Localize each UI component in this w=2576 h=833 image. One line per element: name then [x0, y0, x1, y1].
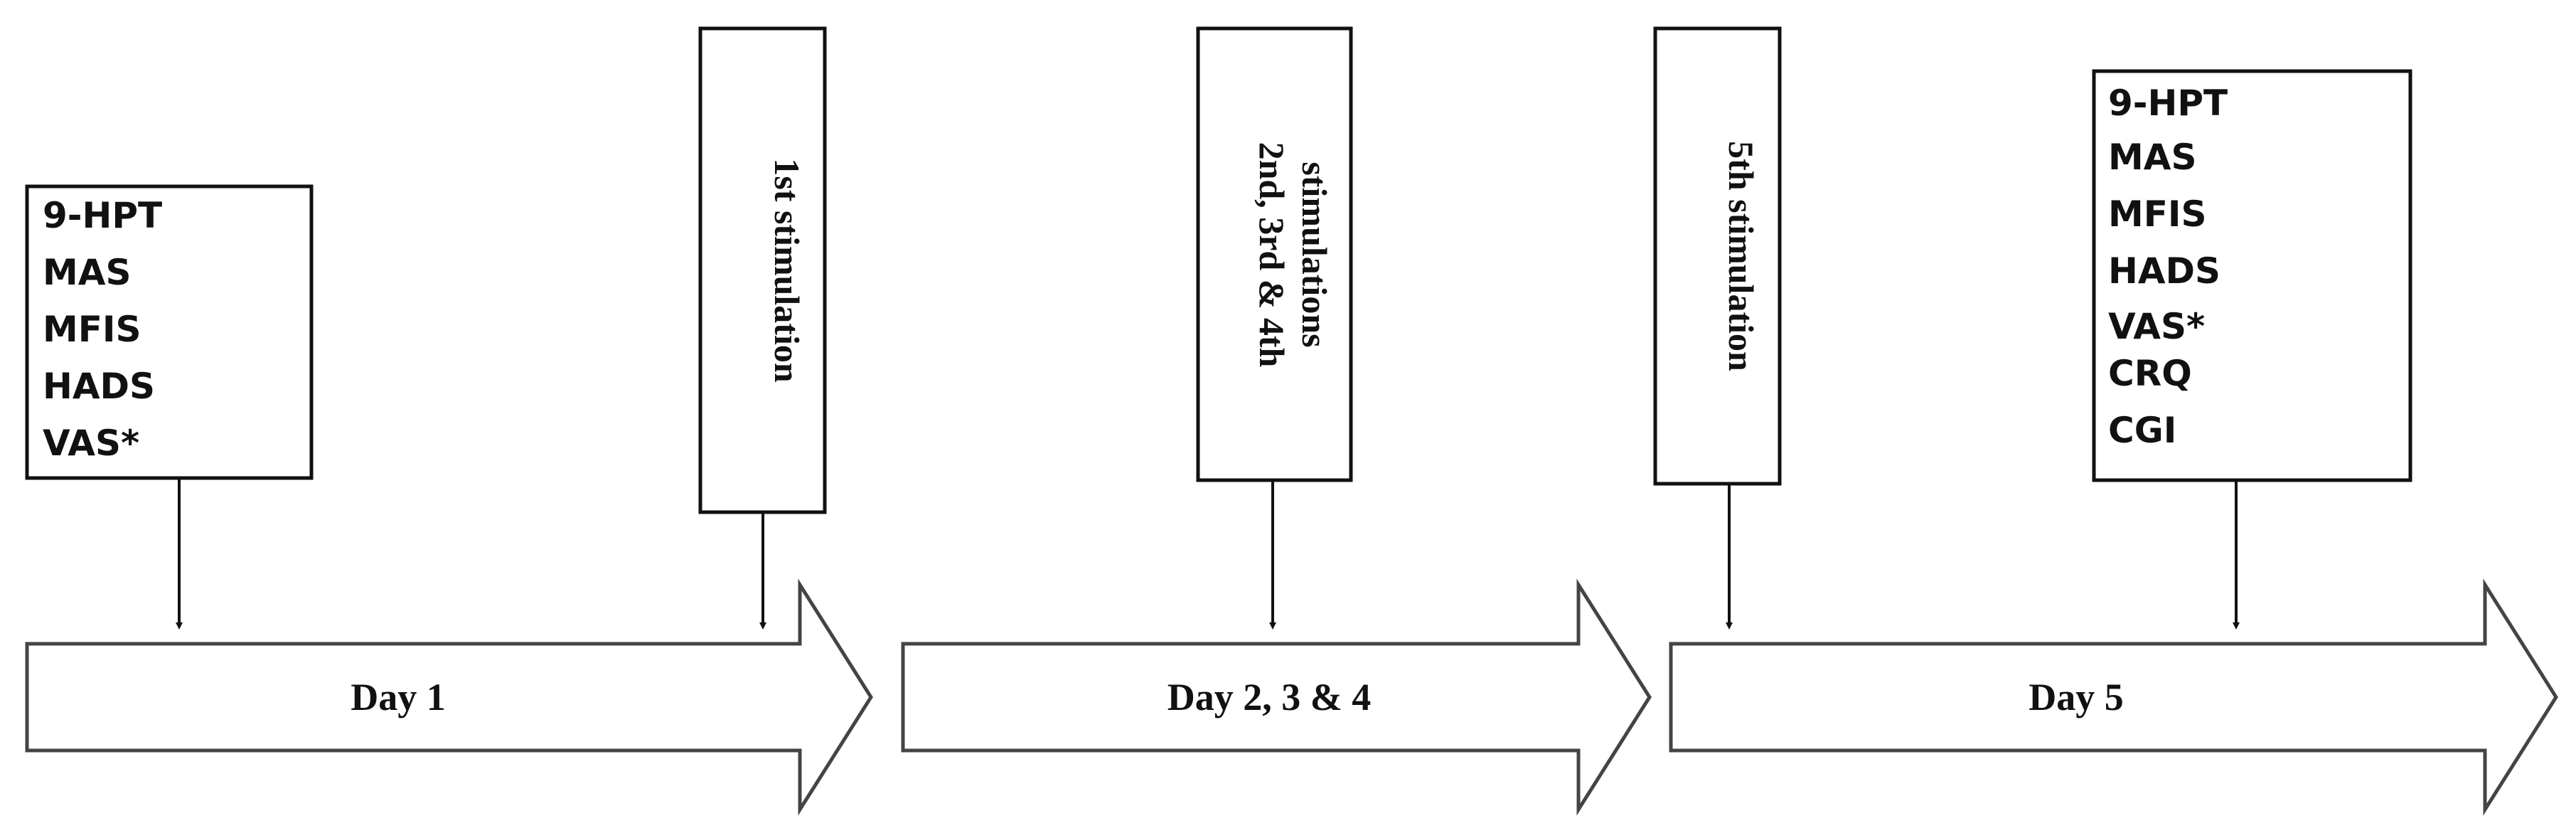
final-measures-box — [2092, 69, 2412, 482]
fifth-stimulation-group: 5th stimulation — [1653, 26, 1782, 486]
final-measure-5: VAS* — [2108, 306, 2205, 347]
baseline-measure-5: VAS* — [43, 423, 139, 464]
middle-stimulations-label-line1: 2nd, 3rd & 4th — [1252, 142, 1292, 368]
middle-stimulations-box — [1196, 26, 1353, 482]
fifth-stimulation-box — [1653, 26, 1782, 486]
final-measure-1: 9-HPT — [2108, 83, 2228, 124]
day234-arrow — [901, 578, 1652, 816]
final-measure-6: CRQ — [2108, 353, 2192, 394]
final-measure-3: MFIS — [2108, 193, 2207, 235]
first-stimulation-group: 1st stimulation — [698, 26, 827, 514]
fifth-stimulation-label: 5th stimulation — [1721, 141, 1761, 371]
day1-label: Day 1 — [351, 676, 446, 718]
final-measure-2: MAS — [2108, 137, 2196, 178]
baseline-measures-box — [25, 184, 314, 480]
day5-arrow — [1669, 578, 2558, 816]
day5-arrow-group: Day 5 — [1669, 578, 2558, 816]
day234-arrow-group: Day 2, 3 & 4 — [901, 578, 1652, 816]
first-stimulation-box — [698, 26, 827, 514]
day1-arrow-group: Day 1 — [25, 578, 873, 816]
day5-label: Day 5 — [2029, 676, 2124, 718]
middle-stimulations-group: 2nd, 3rd & 4th stimulations — [1196, 26, 1353, 482]
baseline-measures-group: 9-HPT MAS MFIS HADS VAS* — [25, 184, 314, 480]
baseline-measure-2: MAS — [43, 252, 131, 293]
middle-stimulations-label-line2: stimulations — [1295, 161, 1335, 347]
first-stimulation-label: 1st stimulation — [767, 158, 807, 383]
final-measure-4: HADS — [2108, 250, 2220, 292]
day1-arrow — [25, 578, 873, 816]
baseline-measure-4: HADS — [43, 366, 155, 407]
baseline-measure-3: MFIS — [43, 309, 141, 350]
final-measure-7: CGI — [2108, 410, 2176, 451]
final-measures-group: 9-HPT MAS MFIS HADS VAS* CRQ CGI — [2092, 69, 2412, 482]
baseline-measure-1: 9-HPT — [43, 195, 162, 236]
day234-label: Day 2, 3 & 4 — [1167, 676, 1371, 718]
